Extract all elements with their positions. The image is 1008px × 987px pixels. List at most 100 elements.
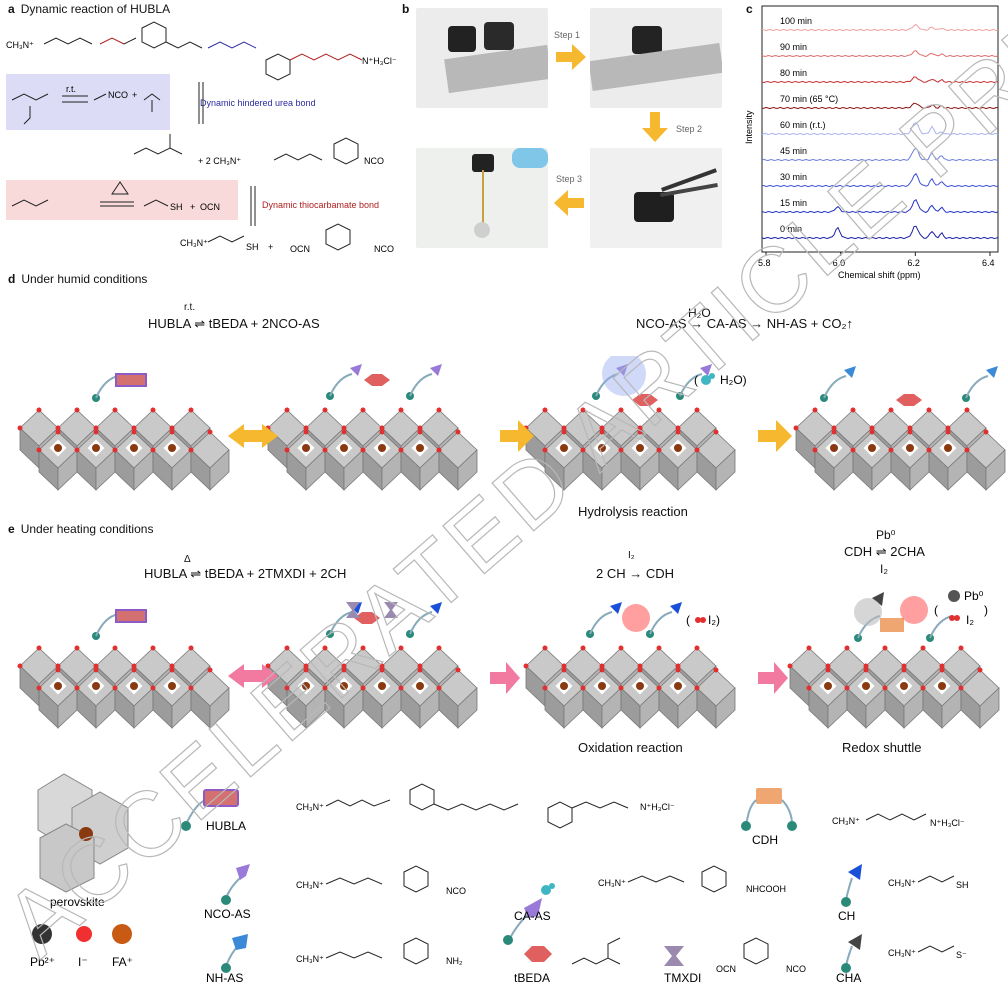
step2-arrow — [642, 112, 668, 142]
photo-step3 — [416, 148, 548, 248]
fa-cation — [636, 682, 644, 690]
iodide-atom — [150, 447, 156, 453]
bottom-ch3n: CH₃N⁺ — [180, 238, 208, 248]
nmr-trace-label: 30 min — [780, 172, 807, 182]
fa-cation — [674, 444, 682, 452]
tmxdi-icon — [664, 946, 684, 966]
d-arrow-1 — [228, 424, 278, 448]
iodide-atom — [36, 685, 42, 691]
fa-cation — [560, 682, 568, 690]
urea-nco: NCO — [108, 90, 128, 100]
cdh-legend-label: CDH — [752, 833, 778, 847]
frag-nco: NCO — [364, 156, 384, 166]
photo-step2 — [590, 148, 722, 248]
nmr-xtick-label: 5.8 — [758, 258, 771, 268]
fa-cation — [92, 682, 100, 690]
iodide-atom — [939, 663, 945, 669]
ca-as-legend-label: CA-AS — [514, 909, 551, 923]
d-arrow-3 — [758, 420, 792, 452]
urea-rt: r.t. — [66, 84, 76, 94]
e-eq1-top: Δ — [184, 554, 191, 565]
redox-pb-glow — [854, 598, 882, 626]
tbeda-icon — [524, 946, 552, 962]
fa-cation — [168, 444, 176, 452]
urea-plus: + — [132, 90, 137, 100]
cha-legend-label: CHA — [836, 971, 861, 985]
nmr-trace — [761, 102, 999, 110]
nmr-xtick-label: 6.2 — [907, 258, 920, 268]
fa-cation — [130, 682, 138, 690]
fa-cation — [674, 682, 682, 690]
nmr-trace-label: 0 min — [780, 224, 802, 234]
iodide-atom — [188, 685, 194, 691]
nco-formula-right: NCO — [446, 886, 466, 896]
nco-as-legend-label: NCO-AS — [204, 907, 251, 921]
iodide-atom — [787, 663, 793, 669]
fa-cation — [636, 444, 644, 452]
iodide-atom — [379, 663, 385, 669]
hubla-legend-label: HUBLA — [206, 819, 246, 833]
svg-text:): ) — [984, 603, 988, 617]
thio-plus: + — [190, 202, 195, 212]
nmr-xtick-label: 6.0 — [833, 258, 846, 268]
iodide-atom — [825, 663, 831, 669]
hubla-formula-left: CH₃N⁺ — [296, 802, 324, 812]
cha-s: S⁻ — [956, 950, 967, 960]
step1-label: Step 1 — [554, 30, 581, 40]
fa-cation — [560, 444, 568, 452]
fa-cation — [92, 444, 100, 452]
d-arrow-2 — [500, 420, 534, 452]
iodide-atom — [188, 447, 194, 453]
iodide-atom — [436, 447, 442, 453]
iodide-atom — [322, 685, 328, 691]
iodide-atom — [131, 425, 137, 431]
iodide-atom — [55, 663, 61, 669]
tbeda-legend-label: tBEDA — [514, 971, 550, 985]
iodide-atom — [131, 663, 137, 669]
panel-b-label: b — [402, 2, 410, 16]
nmr-trace-label: 70 min (65 °C) — [780, 94, 838, 104]
bottom-ocn: OCN — [290, 244, 310, 254]
e-eq3-bottom: I₂ — [880, 562, 888, 576]
iodide-atom — [882, 685, 888, 691]
tbeda-fragment — [364, 374, 390, 386]
iodide-atom — [920, 685, 926, 691]
e-arrow-2 — [490, 662, 520, 694]
iodide-atom — [322, 447, 328, 453]
svg-text:(: ( — [694, 373, 698, 387]
iodide-atom — [303, 663, 309, 669]
iodide-atom — [74, 685, 80, 691]
iodide-atom — [55, 425, 61, 431]
iodide-atom — [806, 685, 812, 691]
bottom-plus: + — [268, 242, 273, 252]
iodide-atom — [284, 685, 290, 691]
iodide-atom — [542, 447, 548, 453]
iodide-atom — [112, 447, 118, 453]
bottom-sh: SH — [246, 242, 259, 252]
fa-cation — [130, 444, 138, 452]
tbeda-plus: + 2 CH₃N⁺ — [198, 156, 241, 166]
fa-cation — [906, 444, 914, 452]
iodide-atom — [901, 663, 907, 669]
fa-cation — [54, 682, 62, 690]
iodine-label: I₂) — [708, 613, 720, 627]
cdh-formula-left: CH₃N⁺ — [832, 816, 860, 826]
step3-label: Step 3 — [556, 174, 583, 184]
iodide-atom — [656, 447, 662, 453]
perovskite-unit — [37, 773, 129, 893]
fa-cation — [598, 444, 606, 452]
fa-cation — [416, 682, 424, 690]
nmr-trace — [761, 198, 999, 214]
svg-text:(: ( — [686, 613, 690, 627]
tmxdi-legend-label: TMXDI — [664, 971, 701, 985]
fa-cation — [54, 444, 62, 452]
iodide-atom — [888, 447, 894, 453]
e-eq3: CDH ⇌ 2CHA — [844, 544, 925, 559]
iodide-atom — [958, 685, 964, 691]
iodide-atom — [284, 447, 290, 453]
nmr-frame — [761, 5, 999, 253]
fa-cation — [944, 444, 952, 452]
fa-cation — [302, 444, 310, 452]
iodide-atom — [93, 425, 99, 431]
